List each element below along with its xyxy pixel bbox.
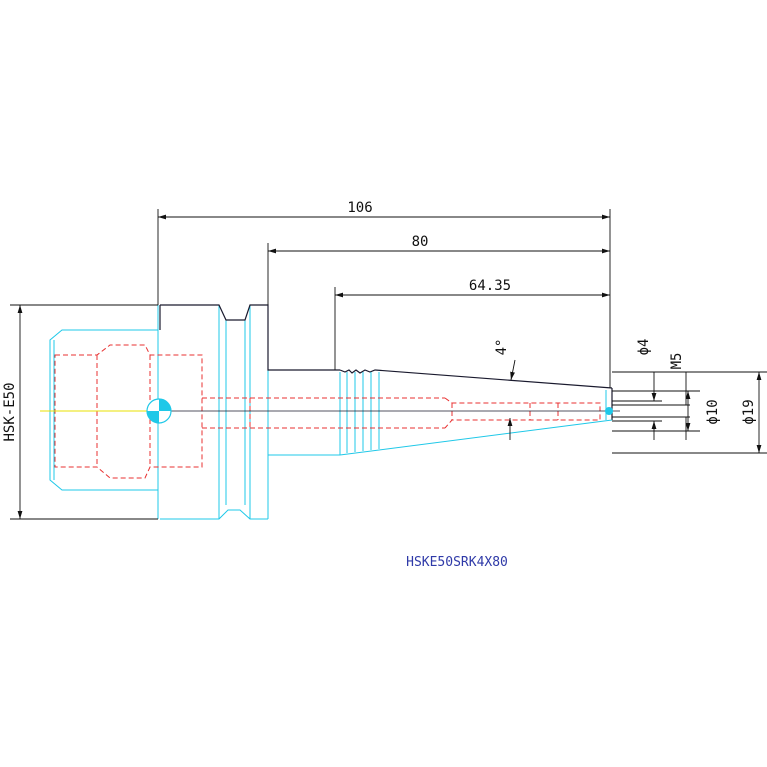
- dim-outer-diameter: ϕ19: [741, 399, 757, 424]
- dim-taper-length: 64.35: [469, 278, 511, 294]
- hsk-interface-label: HSK-E50: [2, 382, 18, 441]
- dim-overall-length: 106: [347, 200, 372, 216]
- part-code-title: HSKE50SRK4X80: [406, 555, 508, 570]
- dim-shank-length: 80: [412, 234, 429, 250]
- center-mark-icon: [146, 398, 172, 424]
- dim-nose-diameter: ϕ10: [705, 399, 721, 424]
- hsk-flange-outline: [49, 304, 340, 520]
- nose-center-mark-icon: [605, 407, 613, 415]
- dimension-lines: [10, 209, 767, 520]
- tool-holder-body: [159, 304, 613, 420]
- dim-thread: M5: [669, 353, 685, 370]
- taper-outline-cyan: [339, 372, 613, 456]
- dim-taper-angle: 4°: [494, 339, 510, 356]
- dim-bore-diameter: ϕ4: [636, 339, 652, 356]
